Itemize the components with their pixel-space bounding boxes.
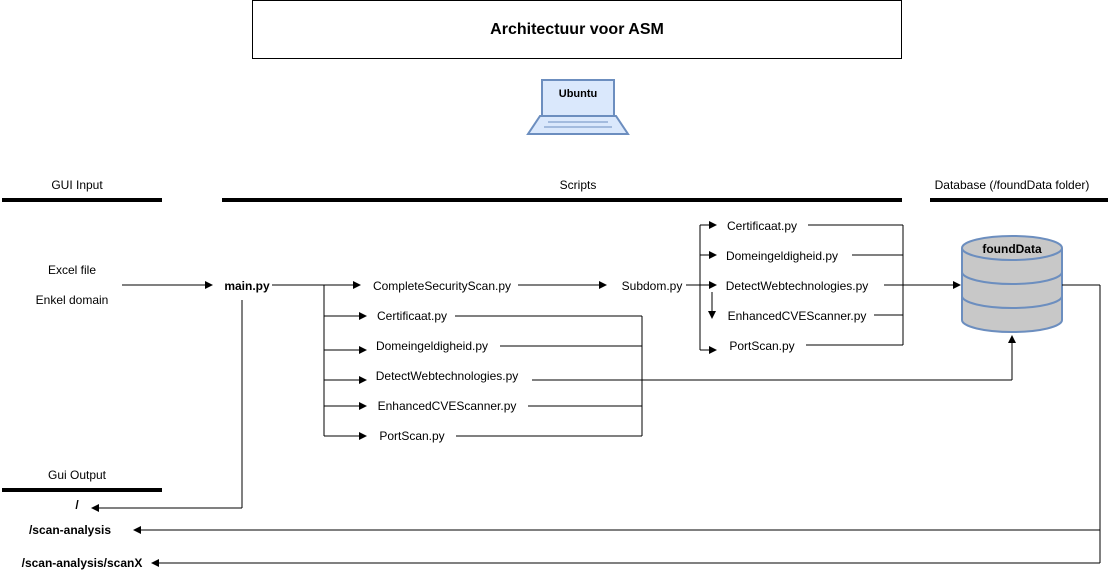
output-scan-analysis-scanx: /scan-analysis/scanX: [21, 556, 143, 570]
script-detect-webtechnologies: DetectWebtechnologies.py: [375, 369, 519, 383]
section-rule: [222, 198, 902, 202]
section-gui-output: Gui Output: [47, 468, 107, 482]
script-enhanced-cve-scanner: EnhancedCVEScanner.py: [377, 399, 517, 413]
script-subdom: Subdom.py: [621, 279, 683, 293]
subdom-script-detect-webtechnologies: DetectWebtechnologies.py: [725, 279, 869, 293]
subdom-script-certificaat: Certificaat.py: [726, 219, 798, 233]
section-rule: [2, 488, 162, 492]
laptop-icon: [526, 79, 630, 135]
section-scripts: Scripts: [559, 178, 597, 192]
subdom-script-portscan: PortScan.py: [729, 339, 795, 353]
section-rule: [930, 198, 1108, 202]
script-domeingeldigheid: Domeingeldigheid.py: [375, 339, 489, 353]
input-excel-file: Excel file: [47, 263, 97, 277]
input-enkel-domain: Enkel domain: [35, 293, 109, 307]
section-rule: [2, 198, 162, 202]
database-label: foundData: [982, 242, 1042, 256]
subdom-script-enhanced-cve-scanner: EnhancedCVEScanner.py: [727, 309, 867, 323]
host-label: Ubuntu: [558, 88, 598, 100]
diagram-title: Architectuur voor ASM: [490, 20, 664, 38]
script-complete-security-scan: CompleteSecurityScan.py: [372, 279, 512, 293]
output-root: /: [75, 498, 79, 512]
database-icon: [961, 235, 1063, 333]
section-gui-input: GUI Input: [51, 178, 103, 192]
script-portscan: PortScan.py: [379, 429, 445, 443]
section-database: Database (/foundData folder): [934, 178, 1090, 192]
main-script: main.py: [224, 279, 270, 293]
title-box: Architectuur voor ASM: [252, 0, 902, 59]
script-certificaat: Certificaat.py: [376, 309, 448, 323]
subdom-script-domeingeldigheid: Domeingeldigheid.py: [725, 249, 839, 263]
output-scan-analysis: /scan-analysis: [28, 523, 112, 537]
